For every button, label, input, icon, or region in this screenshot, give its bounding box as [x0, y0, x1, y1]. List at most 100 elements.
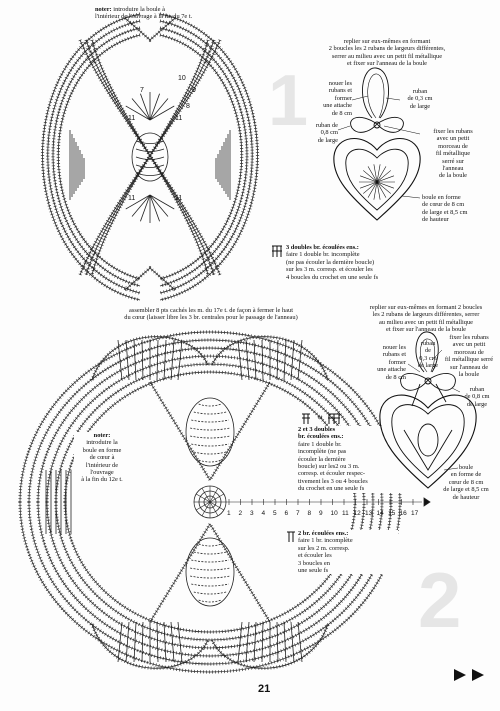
diagram2-lower-right-lobe-stitches	[210, 623, 330, 670]
ornament1-radial-line	[376, 181, 395, 189]
diagram1-fan-stitch	[125, 105, 151, 121]
ornament2-left-label: nouer les rubans et former une attache d…	[366, 344, 406, 381]
diagram2-row-number: 15	[388, 510, 396, 517]
text-line: assembler 8 pts cachés les m. du 17e t. …	[129, 307, 293, 314]
text-line: l'intérieur de	[85, 461, 119, 469]
diagram1-fan-stitch	[149, 194, 175, 210]
text-line: serrer au milieu avec un petit fil métal…	[331, 52, 443, 60]
text-line: morceau de	[454, 348, 484, 356]
diagram2-row-number: 17	[411, 510, 419, 517]
diagram1-oval-chain	[135, 172, 165, 176]
diagram1-row-number: 10	[178, 75, 186, 82]
ornament2-leader	[443, 467, 459, 471]
diagram2-row-number: 11	[342, 510, 349, 517]
diagram2-outer-round-top	[19, 331, 401, 503]
text-line: faire 1 br. incomplète	[298, 537, 353, 545]
diagram2-lobe-stitch	[170, 339, 175, 381]
text-line: de large	[417, 362, 439, 370]
diagram1-fan-stitch	[149, 105, 175, 121]
text-line: cœur de 8 cm	[448, 478, 484, 486]
diagram1-left-outer-round-stitches	[46, 19, 141, 295]
diagram2-row-number: 8	[308, 510, 312, 517]
ornament2-leader	[431, 349, 443, 361]
next-page-arrows-icon[interactable]	[452, 668, 492, 682]
diagram1-legend-line: (ne pas écouler la dernière boucle)	[286, 258, 375, 266]
ornament2-ribbon-tails	[411, 383, 447, 407]
diagram2-row-number: 5	[273, 510, 277, 517]
text-line: avec un petit	[452, 341, 486, 349]
diagram2-lobe-stitch	[283, 621, 287, 663]
ornament1-radial-line	[363, 181, 378, 194]
text-line: à la fin du 12e t.	[81, 476, 123, 484]
ornament2-pineapple-frame	[403, 429, 453, 471]
text-line: au milieu avec un petit fil métallique	[378, 318, 474, 326]
diagram1-oval-chain	[135, 140, 165, 144]
text-line: la boule	[458, 371, 480, 379]
diagram1-row-number: 11	[175, 195, 182, 202]
text-line: une seule fs	[298, 567, 329, 575]
text-line: 3 boucles en	[298, 559, 330, 567]
ornament1-heart-inner-round	[345, 148, 409, 211]
diagram2-lobe-stitch	[117, 339, 123, 381]
ornament1-left-label: nouer les rubans et former une attache d…	[306, 80, 352, 117]
text-line: et écouler les	[298, 552, 332, 560]
ornament2-bottom-text: boule en forme de cœur de 8 cm de large …	[436, 464, 496, 501]
text-line: de large et 8,5 cm	[422, 208, 468, 216]
diagram2-row-number: 9	[319, 510, 323, 517]
ornament2-hanging-loop	[415, 331, 439, 373]
text-line: et fixer sur l'anneau de la boule	[386, 326, 466, 334]
diagram1-right-outer-round	[159, 34, 242, 280]
diagram1-fan-stitch	[149, 194, 169, 217]
diagram1-row-number: 11	[128, 115, 135, 122]
text-line: fixer les rubans	[433, 128, 473, 135]
diagram2-center-spoke	[209, 501, 225, 511]
text-line: écouler la dernière	[298, 455, 346, 463]
diagram1-fan-stitch	[149, 98, 169, 121]
diagram1-note-title: noter:	[95, 6, 112, 13]
diagram1-fan-stitch	[140, 93, 151, 121]
diagram2-legend-two-three: 2 et 3 doubles br. écoulées ens.: faire …	[298, 426, 408, 493]
text-line: boule en forme	[422, 194, 461, 201]
ornament1-radial-line	[376, 170, 391, 183]
ornament2-bow-left	[400, 373, 429, 391]
diagram2-pineapple-chain	[198, 599, 222, 603]
diagram1-right-outer-round-stitches	[159, 26, 249, 288]
text-line: introduire la	[86, 439, 118, 447]
text-line: sur l'anneau de	[449, 363, 489, 371]
diagram1-note-line2: l'intérieur de l'ouvrage à la fin du 7e …	[95, 13, 193, 21]
text-line: fil métallique serré	[444, 356, 494, 364]
diagram2-row-number: 7	[296, 510, 300, 517]
diagram2-lobe-stitch	[177, 339, 183, 381]
diagram1-fan-stitch	[131, 98, 151, 121]
ornament2-leader	[407, 363, 421, 373]
diagram2-lobe-stitch	[283, 339, 287, 381]
text-line: 2 boucles les 2 rubans de largeurs diffé…	[328, 45, 446, 53]
ornament1-radial-line	[376, 181, 387, 198]
diagram2-lobe-stitch	[117, 621, 123, 663]
diagram2-lobe-stitch	[237, 621, 243, 663]
diagram2-legend-two: 2 br. écoulées ens.: faire 1 br. incompl…	[298, 530, 398, 575]
diagram2-row-number: 4	[262, 510, 266, 517]
ornament1-bottom-text: boule en forme de cœur de 8 cm de large …	[422, 194, 492, 224]
ornament1-radial-line	[376, 181, 381, 200]
text-line: replier sur eux-mêmes en formant	[343, 38, 431, 45]
ornament2-heart-inner-round	[391, 404, 465, 479]
diagram1-legend: 3 doubles br. écoulées ens.: faire 1 dou…	[286, 244, 426, 281]
ornament1-radial-line	[359, 181, 378, 189]
text-line: avec un petit	[436, 135, 470, 143]
et-label: et	[318, 414, 323, 421]
diagram2-lobe-stitch	[133, 339, 137, 381]
diagram2-center-spoke	[209, 501, 219, 517]
diagram2-pineapple-chain	[191, 559, 229, 563]
diagram2-outer-round-bottom	[28, 501, 392, 665]
ornament1-heart-ball	[333, 137, 421, 221]
diagram1-right-outer-round-stitches	[159, 19, 254, 295]
ornament1-leader	[401, 195, 421, 199]
ornament2-ribbon-small-label: ruban de 0,3 cm de large	[416, 340, 440, 370]
diagram2-lobe-stitch	[290, 621, 295, 663]
text-line: de cœur de 8 cm	[422, 201, 465, 209]
diagram2-lobe-stitch	[177, 621, 183, 663]
ornament1-bow-knot	[373, 121, 381, 129]
text-line: de large et 8,5 cm	[443, 486, 489, 494]
